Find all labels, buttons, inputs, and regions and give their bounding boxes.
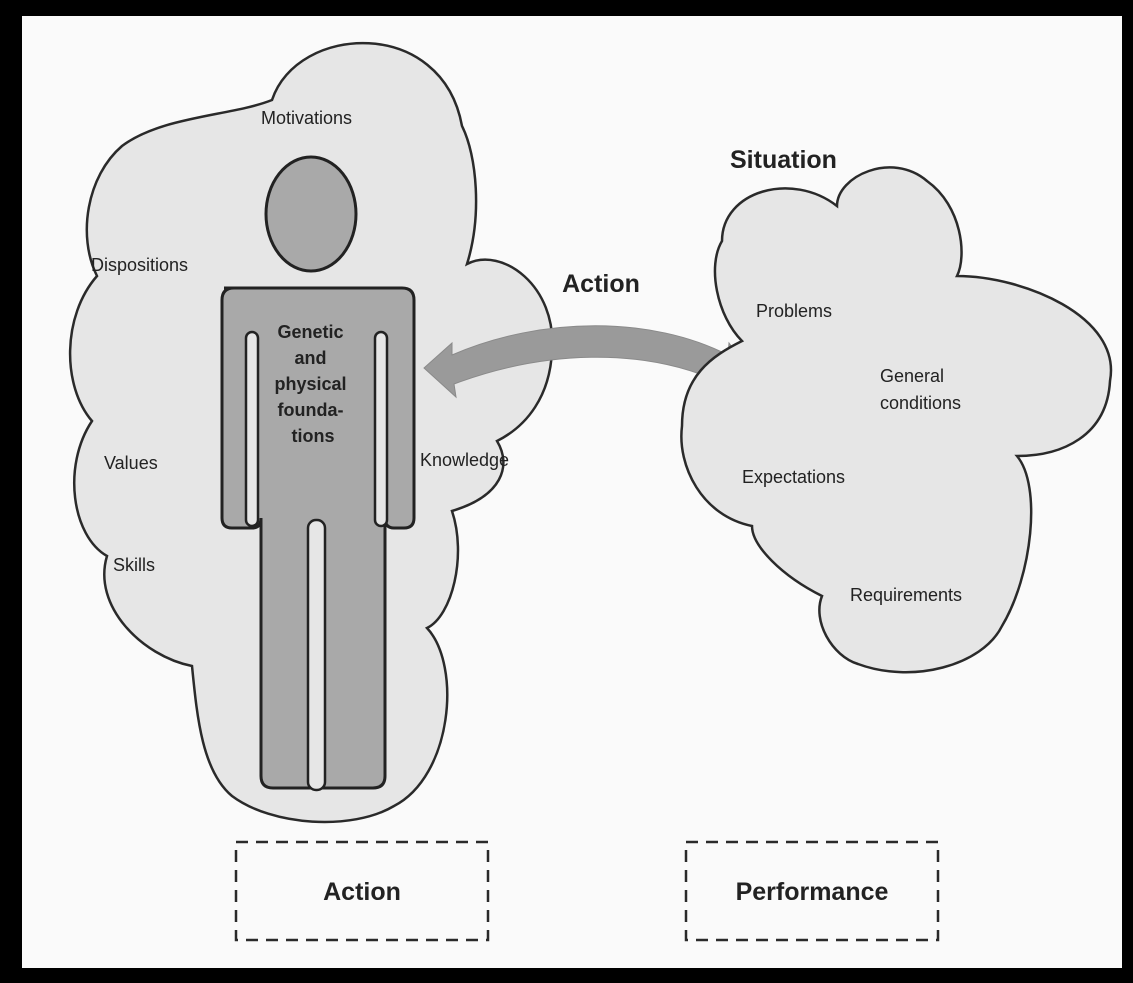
diagram-svg: Genetic and physical founda- tions Motiv…	[68, 41, 1113, 942]
body-text-line-2: and	[294, 348, 326, 368]
body-text-line-4: founda-	[278, 400, 344, 420]
body-text-line-5: tions	[292, 426, 335, 446]
action-box-label: Action	[323, 878, 401, 906]
body-text-line-1: Genetic	[277, 322, 343, 342]
label-general-conditions-1: General	[880, 366, 944, 386]
label-expectations: Expectations	[742, 467, 845, 487]
performance-box: Performance	[684, 840, 940, 942]
action-box: Action	[234, 840, 490, 942]
diagram-canvas: Genetic and physical founda- tions Motiv…	[22, 16, 1122, 968]
label-general-conditions-2: conditions	[880, 393, 961, 413]
performance-box-border	[684, 840, 940, 942]
label-requirements: Requirements	[850, 585, 962, 605]
label-knowledge: Knowledge	[420, 450, 509, 470]
label-skills: Skills	[113, 555, 155, 575]
label-dispositions: Dispositions	[91, 255, 188, 275]
action-arrow-label: Action	[562, 270, 640, 298]
svg-text:Genetic and: Genetic and physical founda- tions	[274, 322, 351, 446]
person-figure: Genetic and physical founda- tions	[220, 155, 416, 792]
person-right-arm-groove	[373, 330, 389, 528]
person-left-arm-groove	[244, 330, 260, 528]
label-values: Values	[104, 453, 158, 473]
label-motivations: Motivations	[261, 108, 352, 128]
situation-cloud	[680, 166, 1113, 674]
person-head	[264, 155, 358, 273]
situation-cloud-shape	[680, 166, 1113, 674]
label-problems: Problems	[756, 301, 832, 321]
body-text-line-3: physical	[274, 374, 346, 394]
situation-title: Situation	[730, 146, 837, 174]
action-box-border	[234, 840, 490, 942]
person-legs-gap	[306, 518, 327, 792]
performance-box-label: Performance	[736, 878, 889, 906]
